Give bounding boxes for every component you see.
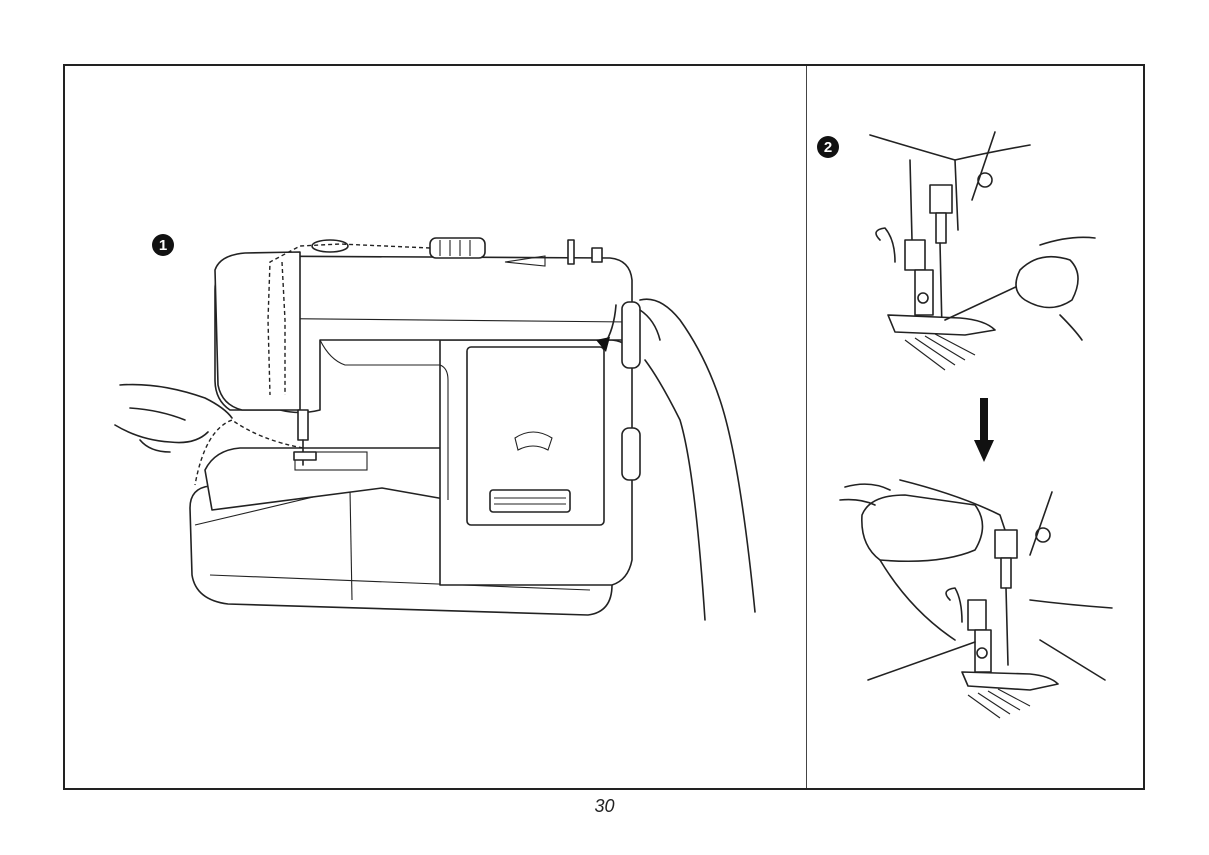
arrow-down-icon <box>974 398 994 462</box>
needle-detail-illustration-top <box>870 132 1095 370</box>
page-number: 30 <box>0 796 1209 817</box>
step-2-marker: 2 <box>817 136 839 158</box>
needle-detail-illustration-bottom <box>840 480 1112 718</box>
step-1-marker: 1 <box>152 234 174 256</box>
sewing-machine-illustration <box>115 238 755 620</box>
